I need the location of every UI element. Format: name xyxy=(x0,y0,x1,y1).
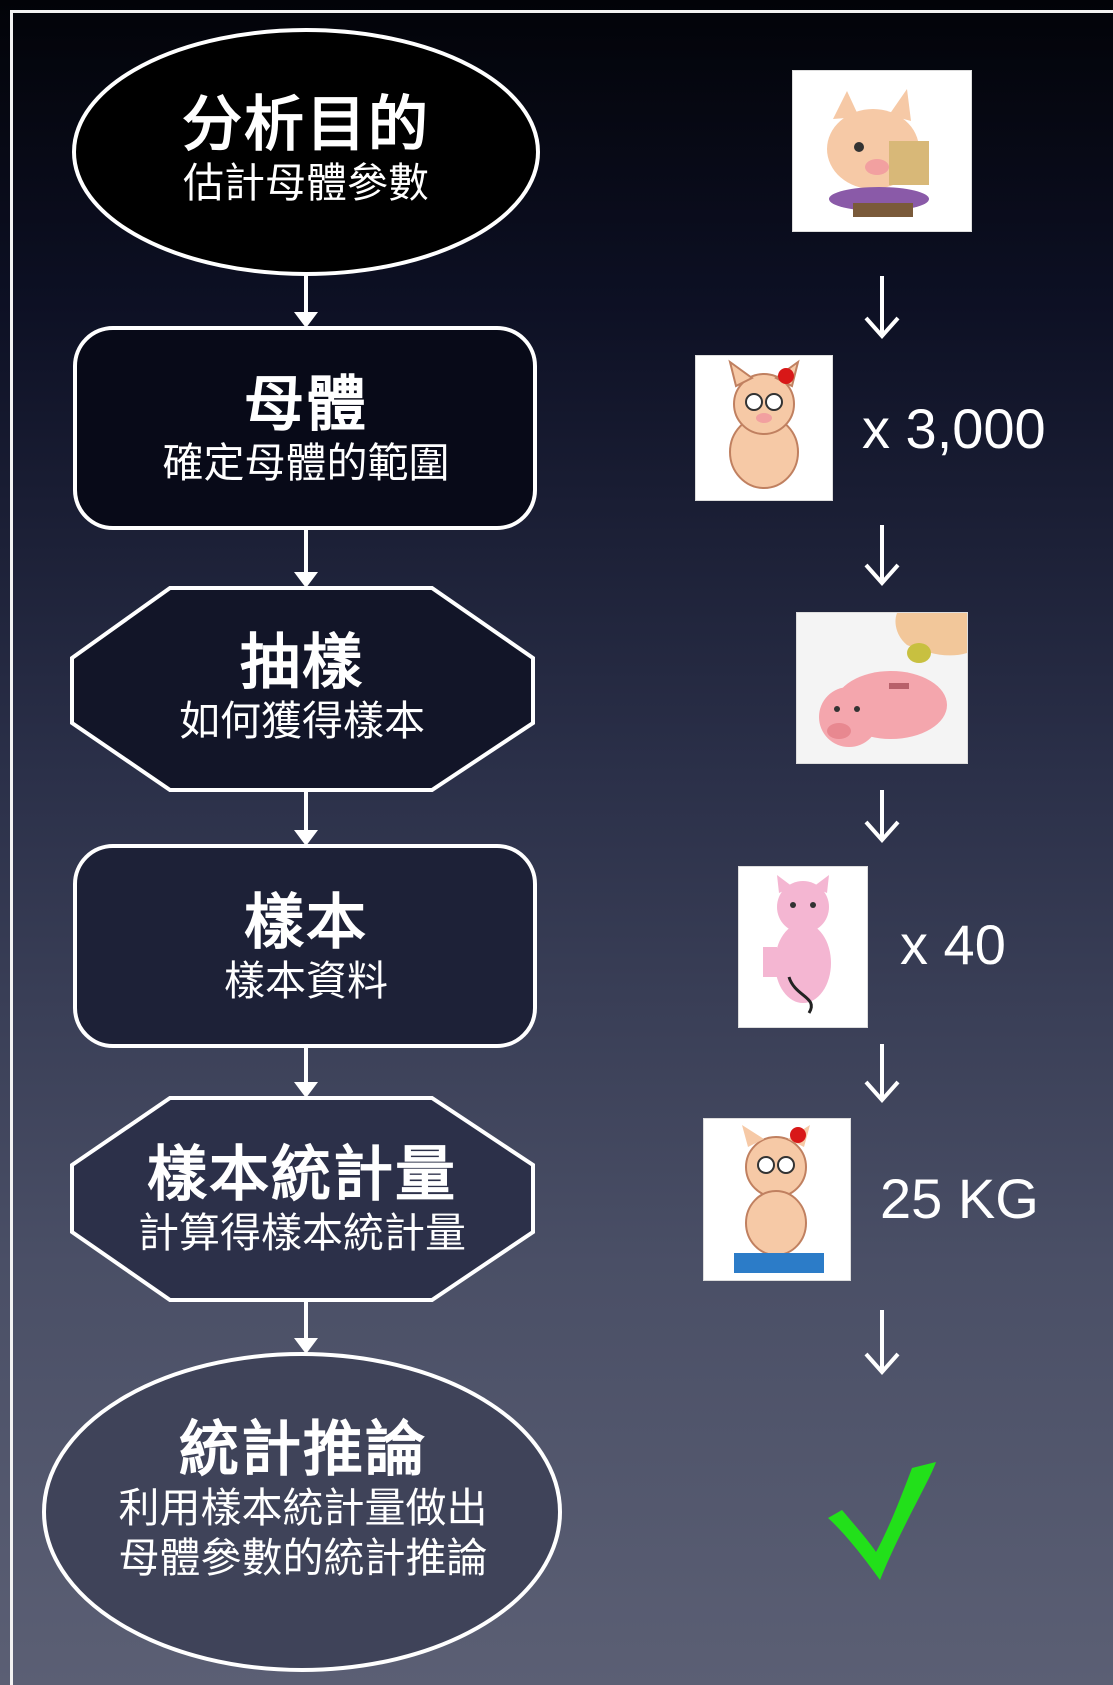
node-subtitle: 確定母體的範圍 xyxy=(162,439,450,487)
pig-thinking-image xyxy=(792,70,972,232)
right-arrows xyxy=(864,276,900,1376)
node-title: 樣本 xyxy=(244,888,368,958)
node-sampling: 抽樣 如何獲得樣本 xyxy=(72,598,532,778)
node-title: 樣本統計量 xyxy=(147,1140,457,1210)
node-subtitle: 估計母體參數 xyxy=(183,159,429,207)
node-title: 統計推論 xyxy=(179,1415,427,1485)
node-statistic: 樣本統計量 計算得樣本統計量 xyxy=(72,1110,532,1290)
check-icon xyxy=(828,1462,936,1580)
pig-standing-image xyxy=(695,355,833,501)
node-ellipse-inference xyxy=(42,1352,562,1672)
slide-frame xyxy=(10,10,1113,1685)
node-subtitle: 如何獲得樣本 xyxy=(179,697,425,745)
weight-value: 25 KG xyxy=(880,1167,1039,1230)
pig-dancing-image xyxy=(738,866,868,1028)
node-subtitle: 樣本資料 xyxy=(224,957,388,1005)
population-count: x 3,000 xyxy=(862,397,1046,460)
node-octagon-sampling xyxy=(70,586,535,792)
node-subtitle-line2: 母體參數的統計推論 xyxy=(118,1534,488,1582)
left-arrows xyxy=(294,274,318,1354)
node-title: 抽樣 xyxy=(240,628,364,698)
node-subtitle-line1: 利用樣本統計量做出 xyxy=(118,1484,488,1532)
node-title: 分析目的 xyxy=(182,90,430,160)
node-octagon-statistic xyxy=(70,1096,535,1302)
node-purpose: 分析目的 估計母體參數 xyxy=(76,60,536,240)
node-title: 母體 xyxy=(244,370,368,440)
node-sample: 樣本 樣本資料 xyxy=(76,858,536,1038)
pig-scale-image xyxy=(703,1118,851,1281)
node-inference: 統計推論 利用樣本統計量做出 母體參數的統計推論 xyxy=(60,1400,546,1600)
sample-count: x 40 xyxy=(900,913,1006,976)
node-subtitle: 計算得樣本統計量 xyxy=(138,1209,466,1257)
pig-coin-image xyxy=(796,612,968,764)
node-population: 母體 確定母體的範圍 xyxy=(76,340,536,520)
